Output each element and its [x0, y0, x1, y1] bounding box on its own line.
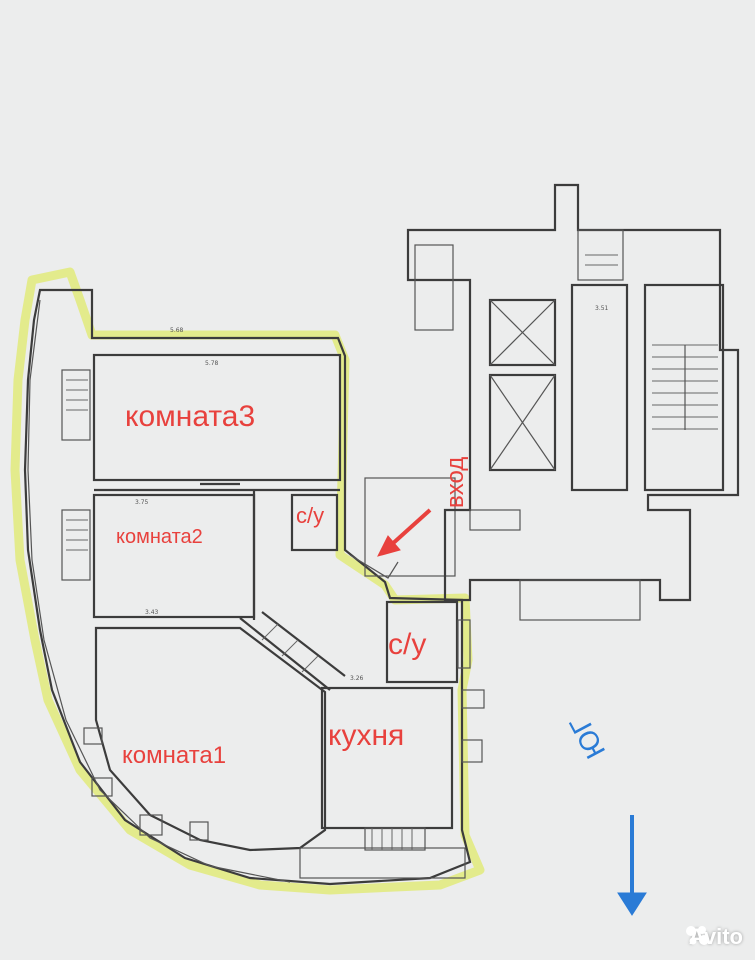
kitchen-walls: [320, 686, 454, 830]
avito-brand-text: Avito: [688, 924, 743, 949]
furniture-chair-1: [83, 727, 103, 745]
large-bathroom-label: с/у: [388, 628, 426, 661]
room2-walls: [92, 493, 256, 619]
apartment-outline-highlight: [10, 267, 485, 895]
kitchen-fixture-1: [461, 689, 485, 709]
entrance-label: вход: [442, 457, 469, 508]
south-arrow-icon: [617, 815, 647, 916]
dim-mark: 5.68: [170, 327, 184, 334]
elevator-shaft-1: [488, 298, 557, 367]
furniture-chair-3: [189, 821, 209, 841]
core-stairwell: [643, 283, 725, 492]
large-bathroom-walls: [385, 600, 459, 684]
entrance-hall: [364, 477, 456, 577]
south-direction-label: ЮГ: [564, 711, 612, 764]
dim-mark: 5.78: [205, 360, 219, 367]
window-niche-top: [61, 369, 91, 441]
dim-mark: 3.43: [145, 609, 159, 616]
entrance-arrow-icon: [377, 508, 432, 557]
room3-label: комната3: [125, 400, 255, 433]
dim-mark: 3.75: [135, 499, 149, 506]
small-bathroom-walls: [290, 493, 339, 552]
kitchen-fixture-2: [461, 739, 483, 763]
elevator-shaft-2: [488, 373, 557, 472]
window-niche-middle: [61, 509, 91, 581]
balcony-curve: [27, 299, 291, 883]
room3-walls: [92, 353, 342, 482]
corridor-diagonal-wall: [239, 617, 331, 691]
room1-label: комната1: [122, 742, 226, 769]
small-bathroom-label: с/у: [296, 503, 324, 528]
building-core-outline: [406, 183, 740, 602]
balcony-stairs: [364, 827, 426, 851]
kitchen-label: кухня: [328, 719, 404, 752]
dim-mark: 3.51: [595, 305, 609, 312]
room1-walls: [94, 626, 327, 852]
furniture-chair-2: [91, 777, 113, 797]
core-room-lobby: [570, 283, 629, 492]
room2-label: комната2: [116, 526, 203, 548]
furniture-table: [139, 814, 163, 836]
dim-mark: 3.26: [350, 675, 364, 682]
avito-watermark: Avito: [685, 924, 743, 950]
